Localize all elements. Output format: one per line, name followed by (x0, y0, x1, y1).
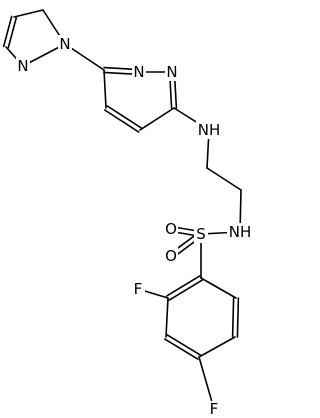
bond-pyrazole-c5-c4 (13, 9, 44, 18)
atom-o-sulfonyl-top: O (164, 220, 178, 238)
bond-pyridazine-c4-c5-a (106, 105, 143, 129)
atom-n-pyridazine-a: N (132, 63, 146, 81)
svg-text:N: N (133, 63, 144, 81)
bond-benzene-c1-c2-b (168, 279, 204, 301)
bond-pyrazole-c4-c3-b (7, 16, 18, 49)
svg-text:S: S (196, 225, 206, 243)
bond-benzene-c2-c3 (165, 297, 169, 338)
structure-drawing: N N N N NH NH S O (2, 9, 253, 418)
atom-nh-sulfonamide: NH (227, 223, 253, 241)
bond-pyrazole-c4-c3-a (2, 15, 13, 48)
bond-ch2-ch2 (206, 167, 242, 191)
bond-benzene-c5-c6-a (236, 297, 240, 338)
svg-text:NH: NH (198, 121, 221, 139)
svg-text:F: F (210, 400, 219, 418)
bond-pyridazine-c4-c5-b (103, 109, 140, 133)
bond-benzene-c3-c4-a (163, 338, 199, 360)
svg-text:N: N (17, 57, 28, 75)
svg-text:O: O (165, 220, 177, 238)
bond-layer (2, 9, 242, 410)
bond-benzene-c5-c6-b (231, 297, 235, 338)
svg-text:N: N (166, 63, 177, 81)
svg-text:NH: NH (229, 223, 252, 241)
bond-pyridazine-c5-c6 (103, 69, 107, 109)
svg-text:N: N (59, 35, 70, 53)
atom-s-sulfonyl: S (194, 225, 208, 243)
atom-label-layer: N N N N NH NH S O (16, 35, 253, 418)
atom-n-pyridazine-b: N (165, 63, 179, 81)
bond-benzene-c1-c2-a (165, 275, 201, 297)
atom-f-para: F (207, 400, 221, 418)
atom-f-ortho: F (131, 280, 145, 298)
bond-benzene-c6-c1 (200, 277, 237, 299)
atom-nh-amine: NH (196, 121, 222, 139)
atom-n-pyrazole-b: N (58, 35, 72, 53)
svg-text:F: F (134, 280, 143, 298)
bond-c4-f-para (198, 356, 215, 410)
svg-text:O: O (165, 247, 177, 265)
bond-pyridazine-c3-c4 (139, 107, 175, 131)
atom-n-pyrazole-a: N (16, 57, 30, 75)
bond-benzene-c3-c4-b (166, 334, 202, 356)
bond-benzene-c4-c5 (198, 336, 236, 358)
atom-o-sulfonyl-bottom: O (164, 247, 178, 265)
